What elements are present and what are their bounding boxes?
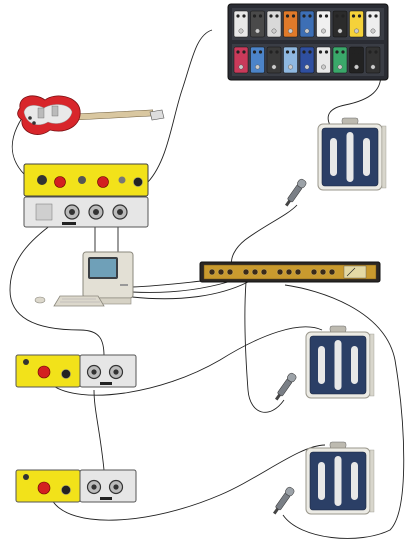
pedal-icon: [349, 10, 364, 38]
reamp-unit-bottom: [15, 469, 137, 503]
reamp-unit-mid: [15, 354, 137, 388]
rack-knob-icon: [217, 268, 225, 276]
mic-icon: [275, 372, 297, 401]
rack-knob-icon: [242, 268, 250, 276]
pedal-icon: [365, 46, 381, 74]
cable-di-to-reamp-mid: [9, 221, 105, 357]
guitar-icon: [17, 95, 165, 135]
rack-knob-icon: [226, 268, 234, 276]
pedal-icon: [250, 10, 265, 38]
pedal-icon: [316, 46, 331, 74]
pedal-icon: [266, 10, 282, 38]
rack-knob-icon: [285, 268, 293, 276]
pedal-icon: [316, 10, 331, 38]
pedal-icon: [233, 10, 249, 38]
cable-reamp-bottom-to-amp3: [51, 444, 326, 521]
pedal-icon: [233, 46, 249, 74]
cable-reamp-mid-to-amp2: [51, 326, 323, 396]
pedal-icon: [299, 10, 315, 38]
cable-reamp-to-pedalboard: [147, 29, 213, 183]
rack-preamp: [199, 261, 381, 283]
cables: [9, 29, 405, 539]
pedal-icon: [365, 10, 381, 38]
amp-3: [305, 441, 375, 515]
pedal-icon: [266, 46, 282, 74]
cable-mic2-to-rack: [244, 281, 285, 413]
cable-rack-to-computer-2: [131, 281, 229, 293]
pedal-icon: [250, 46, 265, 74]
pedal-icon: [349, 46, 364, 74]
rack-knob-icon: [251, 268, 259, 276]
rack-knob-icon: [310, 268, 318, 276]
cable-pedalboard-to-amp1: [327, 69, 382, 126]
cable-guitar-to-reamp: [11, 117, 29, 179]
pedal-icon: [283, 10, 298, 38]
mic-icon: [285, 178, 307, 207]
cable-rack-to-computer-3: [131, 281, 249, 300]
reamp-box-top: [23, 163, 149, 197]
rack-knob-icon: [294, 268, 302, 276]
di-box-top: [23, 196, 149, 228]
cable-mic1-to-rack: [231, 204, 298, 266]
cable-reamp-mid-to-bottom: [93, 389, 105, 471]
rack-knob-icon: [276, 268, 284, 276]
cable-mic3-to-rack: [282, 284, 405, 539]
amp-2: [305, 325, 375, 399]
rack-knob-icon: [260, 268, 268, 276]
amp-1: [317, 117, 387, 191]
rack-knob-icon: [208, 268, 216, 276]
mic-icon: [273, 486, 295, 515]
rack-knob-icon: [319, 268, 327, 276]
rack-knob-icon: [328, 268, 336, 276]
computer-icon: [34, 251, 134, 307]
pedal-icon: [332, 46, 348, 74]
pedal-icon: [332, 10, 348, 38]
pedal-icon: [283, 46, 298, 74]
pedal-icon: [299, 46, 315, 74]
pedalboard: [227, 3, 389, 81]
